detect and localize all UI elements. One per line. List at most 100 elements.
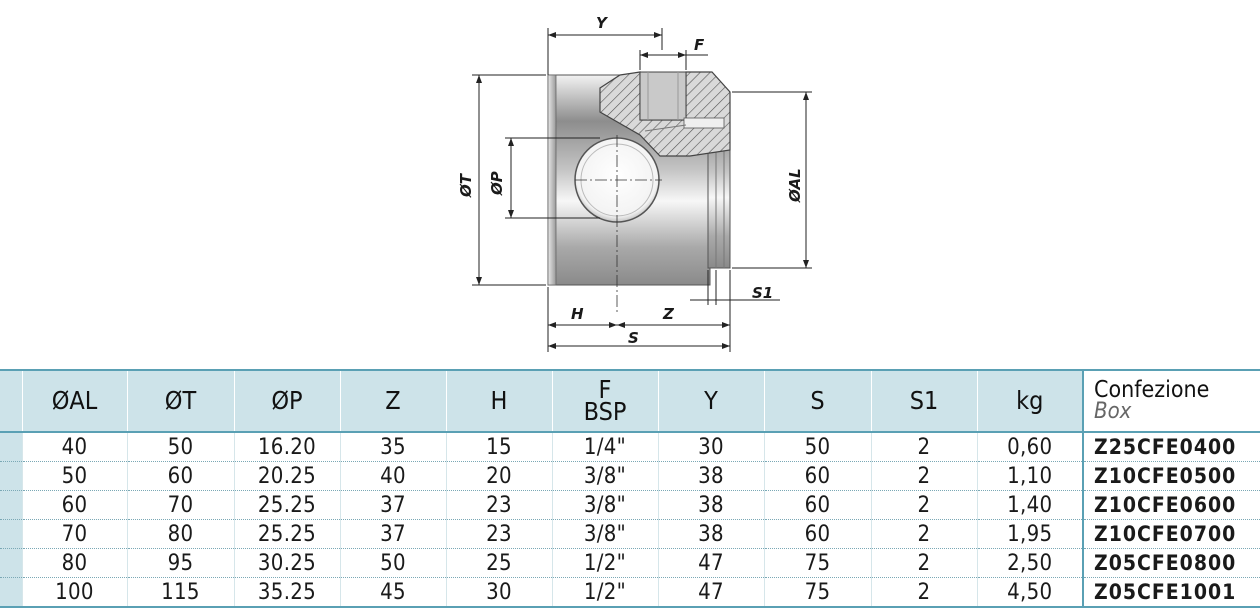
cell-h: 23: [446, 519, 553, 549]
cell-s: 75: [764, 577, 872, 608]
row-spacer: [0, 548, 23, 578]
cell-y: 38: [658, 519, 765, 549]
cell-z: 37: [340, 490, 447, 520]
cell-kg: 1,40: [977, 490, 1084, 520]
cell-al: 80: [22, 548, 128, 578]
row-spacer: [0, 519, 23, 549]
cell-kg: 1,95: [977, 519, 1084, 549]
cell-s1: 2: [871, 519, 978, 549]
cell-p: 25.25: [234, 519, 341, 549]
dim-label-s: S: [628, 329, 639, 347]
cell-t: 115: [127, 577, 235, 608]
cell-y: 38: [658, 490, 765, 520]
cell-p: 16.20: [234, 432, 341, 462]
dim-label-t: ØT: [457, 172, 475, 198]
cell-s: 60: [764, 519, 872, 549]
cell-al: 60: [22, 490, 128, 520]
cell-code: Z05CFE0800: [1082, 548, 1260, 578]
cell-al: 50: [22, 461, 128, 491]
cell-y: 30: [658, 432, 765, 462]
row-spacer: [0, 432, 23, 462]
cell-kg: 2,50: [977, 548, 1084, 578]
cell-z: 37: [340, 519, 447, 549]
dim-label-y: Y: [596, 14, 609, 32]
cell-f: 3/8": [552, 461, 659, 491]
cell-h: 15: [446, 432, 553, 462]
cell-p: 20.25: [234, 461, 341, 491]
cell-f: 3/8": [552, 490, 659, 520]
header-packaging-en: Box: [1094, 399, 1132, 424]
cell-s: 50: [764, 432, 872, 462]
cell-s1: 2: [871, 577, 978, 608]
drilled-channel: [683, 117, 725, 129]
row-spacer: [0, 461, 23, 491]
cell-z: 50: [340, 548, 447, 578]
header-spacer: [0, 369, 23, 433]
cell-p: 30.25: [234, 548, 341, 578]
cell-kg: 1,10: [977, 461, 1084, 491]
cell-f: 3/8": [552, 519, 659, 549]
cell-s1: 2: [871, 490, 978, 520]
cylinder-front-edge: [547, 74, 557, 286]
dim-label-al: ØAL: [786, 168, 804, 203]
cell-code: Z10CFE0700: [1082, 519, 1260, 549]
cell-s1: 2: [871, 432, 978, 462]
header-al: ØAL: [22, 369, 128, 433]
header-f-line2: BSP: [583, 397, 627, 426]
cell-z: 35: [340, 432, 447, 462]
threaded-port: [639, 71, 687, 121]
technical-drawing: Y F ØT ØP ØAL S1 H Z S: [457, 14, 812, 352]
cell-p: 35.25: [234, 577, 341, 608]
cell-s1: 2: [871, 548, 978, 578]
cell-kg: 4,50: [977, 577, 1084, 608]
header-s1: S1: [871, 369, 978, 433]
cell-s: 75: [764, 548, 872, 578]
dim-label-z: Z: [662, 305, 675, 323]
dim-label-s1: S1: [752, 284, 773, 302]
cell-code: Z10CFE0500: [1082, 461, 1260, 491]
cell-t: 60: [127, 461, 235, 491]
cell-y: 47: [658, 577, 765, 608]
row-spacer: [0, 490, 23, 520]
dim-label-f: F: [694, 36, 705, 54]
cell-kg: 0,60: [977, 432, 1084, 462]
cell-s: 60: [764, 461, 872, 491]
cell-code: Z25CFE0400: [1082, 432, 1260, 462]
header-f-line1: F: [598, 375, 612, 404]
header-packaging-it: Confezione: [1094, 377, 1210, 403]
header-s: S: [764, 369, 872, 433]
dim-label-p: ØP: [488, 171, 506, 196]
cell-f: 1/4": [552, 432, 659, 462]
cell-t: 50: [127, 432, 235, 462]
cell-al: 70: [22, 519, 128, 549]
cell-al: 40: [22, 432, 128, 462]
header-z: Z: [340, 369, 447, 433]
row-spacer: [0, 577, 23, 608]
cell-t: 70: [127, 490, 235, 520]
header-t: ØT: [127, 369, 235, 433]
cell-y: 47: [658, 548, 765, 578]
dim-label-h: H: [571, 305, 584, 323]
cell-h: 20: [446, 461, 553, 491]
cell-code: Z05CFE1001: [1082, 577, 1260, 608]
cell-h: 30: [446, 577, 553, 608]
header-h: H: [446, 369, 553, 433]
header-p: ØP: [234, 369, 341, 433]
cell-al: 100: [22, 577, 128, 608]
cell-t: 95: [127, 548, 235, 578]
cell-f: 1/2": [552, 577, 659, 608]
cell-code: Z10CFE0600: [1082, 490, 1260, 520]
cell-s: 60: [764, 490, 872, 520]
cell-s1: 2: [871, 461, 978, 491]
header-kg: kg: [977, 369, 1084, 433]
cell-h: 25: [446, 548, 553, 578]
cell-t: 80: [127, 519, 235, 549]
cell-f: 1/2": [552, 548, 659, 578]
